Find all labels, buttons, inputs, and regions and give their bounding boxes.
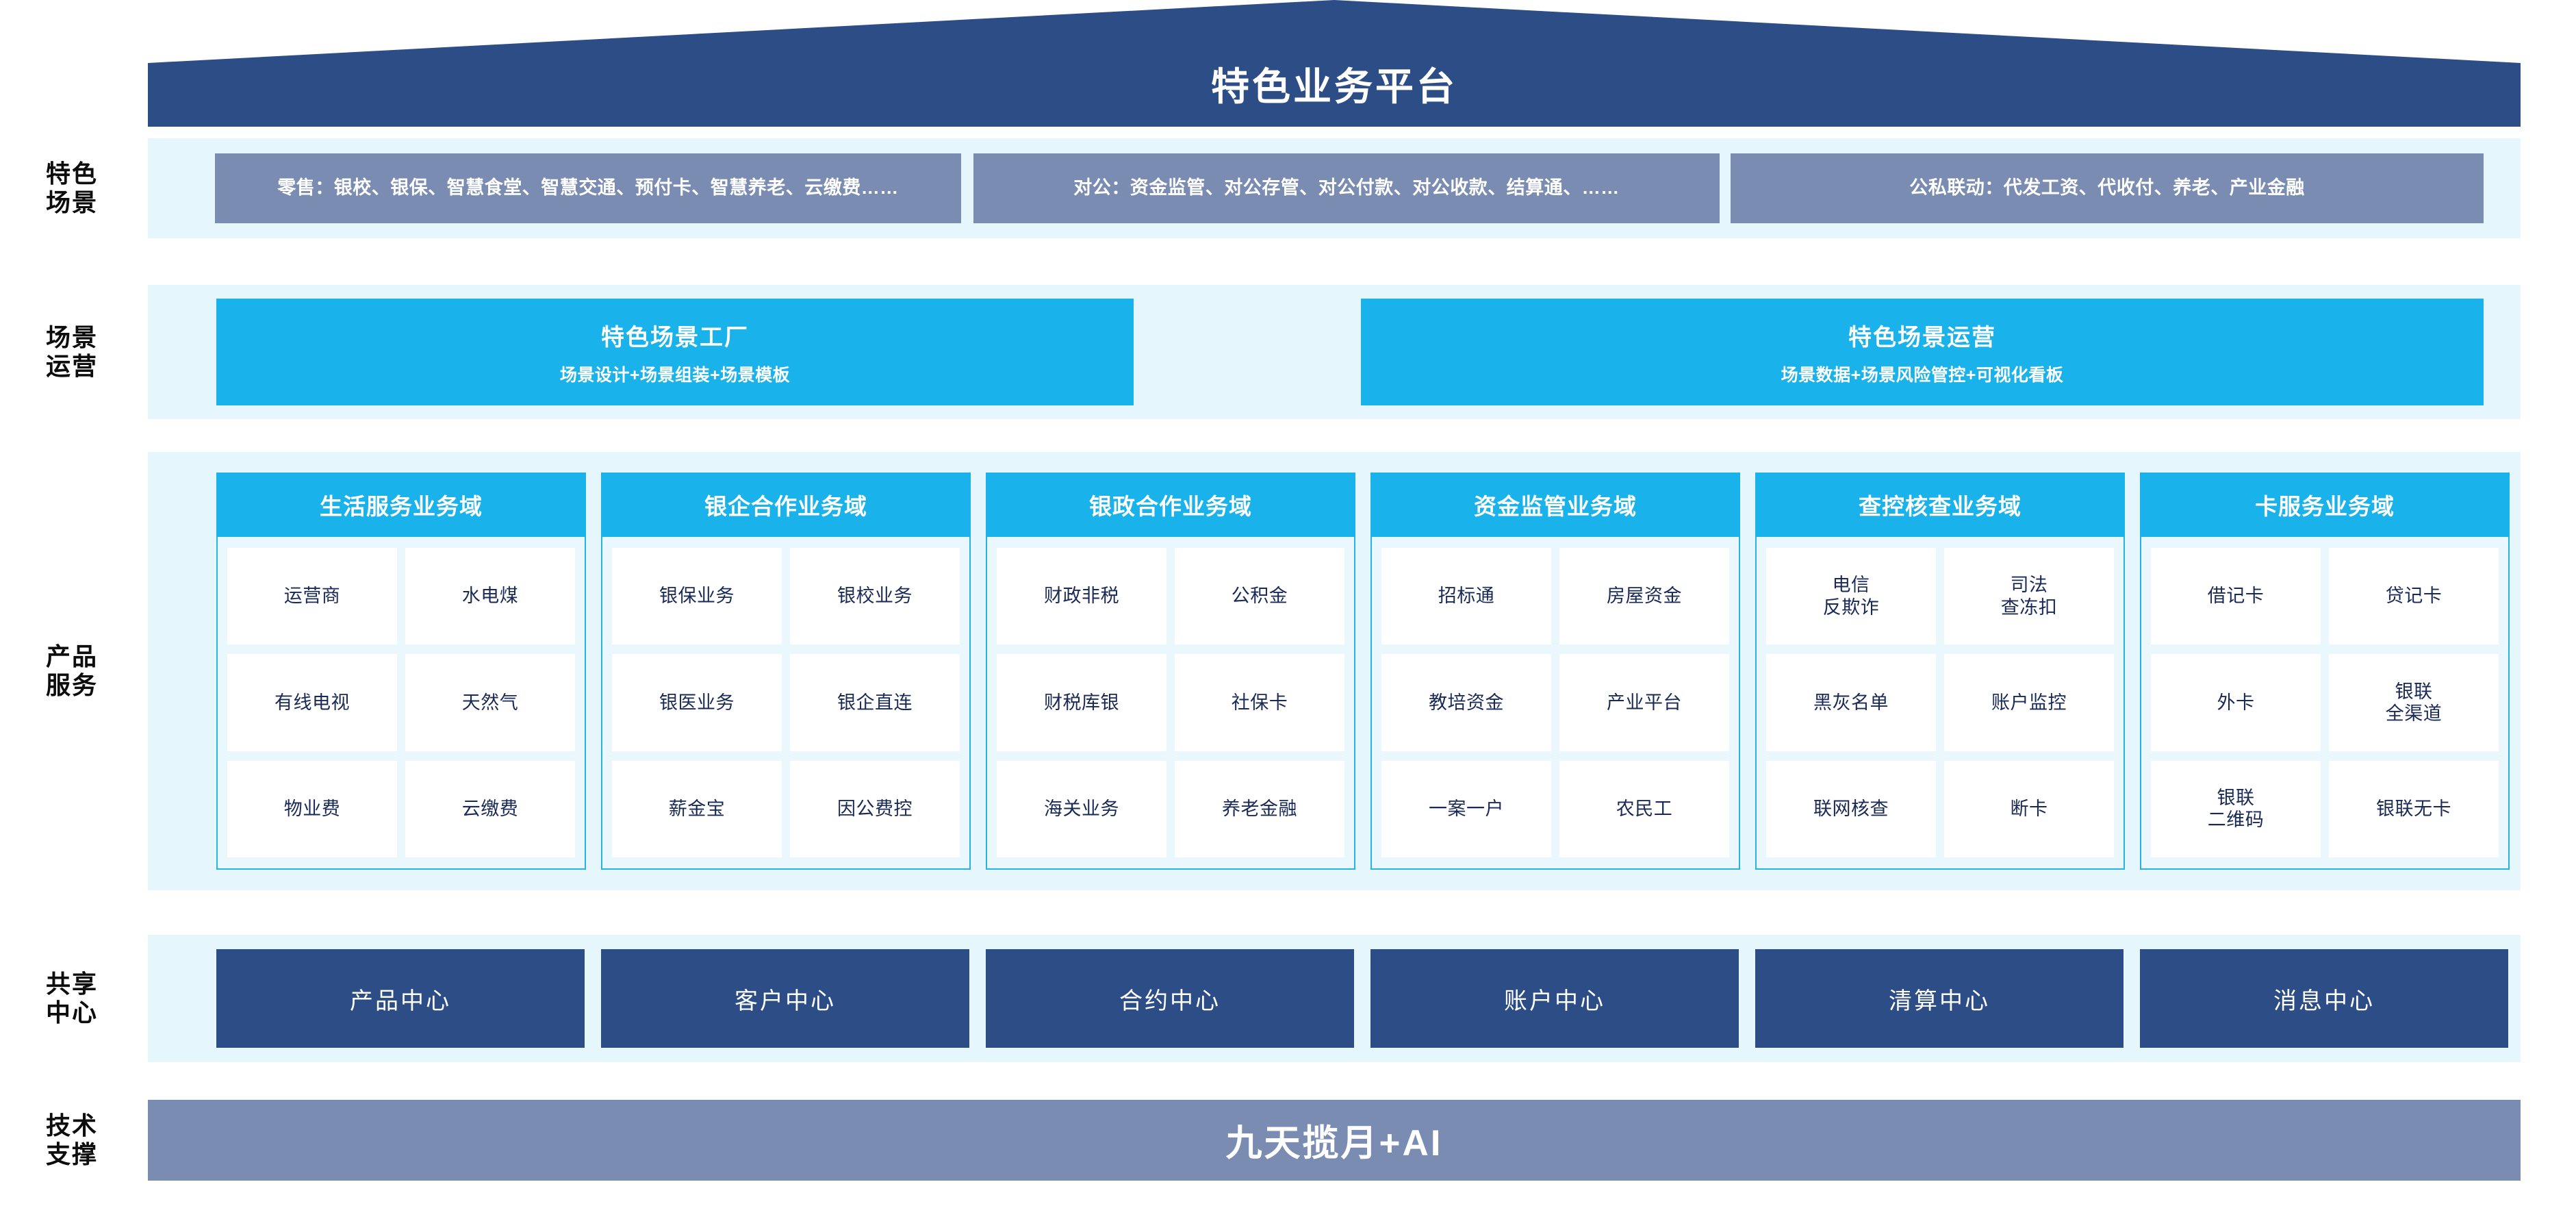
row-label-scenario: 特色 场景 [0,138,144,238]
row-label-operation: 场景 运营 [0,285,144,419]
platform-roof-banner: 特色业务平台 [148,0,2521,127]
domain-item-chip[interactable]: 财税库银 [997,654,1166,751]
operation-box-scene-factory[interactable]: 特色场景工厂 场景设计+场景组装+场景模板 [216,299,1134,405]
row-label-operation-line2: 运营 [45,352,98,380]
domain-title: 卡服务业务域 [2140,473,2510,537]
operation-box-scene-factory-title: 特色场景工厂 [601,324,749,351]
domain-item-chip[interactable]: 农民工 [1559,760,1729,857]
domain-item-chip[interactable]: 薪金宝 [612,760,782,857]
operation-box-scene-operation-title: 特色场景运营 [1848,324,1996,351]
domain-item-chip[interactable]: 断卡 [1944,760,2114,857]
domain-item-chip[interactable]: 社保卡 [1175,654,1344,751]
domain-item-chip[interactable]: 因公费控 [790,760,960,857]
domain-item-chip[interactable]: 养老金融 [1175,760,1344,857]
row-label-tech: 技术 支撑 [0,1100,144,1181]
domain-item-grid: 财政非税公积金财税库银社保卡海关业务养老金融 [986,537,1355,870]
domain-title: 资金监管业务域 [1370,473,1740,537]
roof-shape-icon [148,0,2521,127]
domain-item-chip[interactable]: 银联无卡 [2329,760,2499,857]
domain-item-chip[interactable]: 物业费 [227,760,397,857]
domain-item-chip[interactable]: 司法查冻扣 [1944,548,2114,645]
shared-center-box[interactable]: 清算中心 [1755,949,2124,1048]
row-label-tech-line1: 技术 [45,1111,98,1140]
domain-item-chip[interactable]: 产业平台 [1559,654,1729,751]
domain-item-grid: 电信反欺诈司法查冻扣黑灰名单账户监控联网核查断卡 [1755,537,2125,870]
row-label-products-line1: 产品 [45,642,98,671]
domain-item-chip[interactable]: 银医业务 [612,654,782,751]
operation-box-scene-operation[interactable]: 特色场景运营 场景数据+场景风险管控+可视化看板 [1361,299,2484,405]
domain-item-chip[interactable]: 贷记卡 [2329,548,2499,645]
domain-column-5: 查控核查业务域电信反欺诈司法查冻扣黑灰名单账户监控联网核查断卡 [1755,473,2125,870]
domain-item-chip[interactable]: 银企直连 [790,654,960,751]
domain-item-chip[interactable]: 招标通 [1381,548,1551,645]
domain-item-chip[interactable]: 运营商 [227,548,397,645]
domain-item-chip[interactable]: 银保业务 [612,548,782,645]
domain-item-chip[interactable]: 银联二维码 [2151,760,2321,857]
domain-item-chip[interactable]: 银校业务 [790,548,960,645]
tech-support-bar: 九天揽月+AI [148,1100,2521,1181]
domain-item-chip[interactable]: 财政非税 [997,548,1166,645]
domain-item-chip[interactable]: 电信反欺诈 [1766,548,1936,645]
domain-item-chip[interactable]: 外卡 [2151,654,2321,751]
operation-box-scene-operation-subtitle: 场景数据+场景风险管控+可视化看板 [1781,365,2064,385]
domain-column-3: 银政合作业务域财政非税公积金财税库银社保卡海关业务养老金融 [986,473,1355,870]
domain-column-6: 卡服务业务域借记卡贷记卡外卡银联全渠道银联二维码银联无卡 [2140,473,2510,870]
domain-item-chip[interactable]: 海关业务 [997,760,1166,857]
domain-column-4: 资金监管业务域招标通房屋资金教培资金产业平台一案一户农民工 [1370,473,1740,870]
scenario-box-public-private[interactable]: 公私联动：代发工资、代收付、养老、产业金融 [1731,153,2484,223]
domain-column-1: 生活服务业务域运营商水电煤有线电视天然气物业费云缴费 [216,473,586,870]
shared-center-box[interactable]: 合约中心 [986,949,1354,1048]
domain-item-chip[interactable]: 黑灰名单 [1766,654,1936,751]
domain-item-chip[interactable]: 银联全渠道 [2329,654,2499,751]
domain-item-chip[interactable]: 天然气 [405,654,575,751]
domain-title: 银企合作业务域 [601,473,971,537]
domain-item-grid: 运营商水电煤有线电视天然气物业费云缴费 [216,537,586,870]
domain-item-chip[interactable]: 账户监控 [1944,654,2114,751]
shared-center-box[interactable]: 消息中心 [2140,949,2508,1048]
row-label-tech-line2: 支撑 [45,1140,98,1168]
row-label-products: 产品 服务 [0,452,144,890]
page-title: 特色业务平台 [1211,65,1457,108]
row-label-shared: 共享 中心 [0,935,144,1062]
row-label-products-line2: 服务 [45,671,98,699]
domain-item-grid: 招标通房屋资金教培资金产业平台一案一户农民工 [1370,537,1740,870]
domain-item-chip[interactable]: 水电煤 [405,548,575,645]
row-label-operation-line1: 场景 [45,323,98,352]
shared-center-box[interactable]: 客户中心 [601,949,969,1048]
row-label-shared-line1: 共享 [45,970,98,998]
domain-item-chip[interactable]: 教培资金 [1381,654,1551,751]
row-label-shared-line2: 中心 [45,998,98,1027]
row-label-scenario-line1: 特色 [45,160,98,188]
domain-column-2: 银企合作业务域银保业务银校业务银医业务银企直连薪金宝因公费控 [601,473,971,870]
domain-item-chip[interactable]: 借记卡 [2151,548,2321,645]
domain-title: 银政合作业务域 [986,473,1355,537]
shared-center-box[interactable]: 产品中心 [216,949,585,1048]
domain-item-chip[interactable]: 一案一户 [1381,760,1551,857]
domain-item-grid: 银保业务银校业务银医业务银企直连薪金宝因公费控 [601,537,971,870]
scenario-box-corporate[interactable]: 对公：资金监管、对公存管、对公付款、对公收款、结算通、…… [973,153,1720,223]
domain-title: 查控核查业务域 [1755,473,2125,537]
domain-item-chip[interactable]: 云缴费 [405,760,575,857]
row-label-scenario-line2: 场景 [45,188,98,216]
domain-item-chip[interactable]: 公积金 [1175,548,1344,645]
operation-box-scene-factory-subtitle: 场景设计+场景组装+场景模板 [559,365,791,385]
domain-item-chip[interactable]: 有线电视 [227,654,397,751]
domain-item-grid: 借记卡贷记卡外卡银联全渠道银联二维码银联无卡 [2140,537,2510,870]
shared-center-box[interactable]: 账户中心 [1370,949,1739,1048]
domain-item-chip[interactable]: 联网核查 [1766,760,1936,857]
domain-item-chip[interactable]: 房屋资金 [1559,548,1729,645]
scenario-box-retail[interactable]: 零售：银校、银保、智慧食堂、智慧交通、预付卡、智慧养老、云缴费…… [215,153,961,223]
domain-title: 生活服务业务域 [216,473,586,537]
